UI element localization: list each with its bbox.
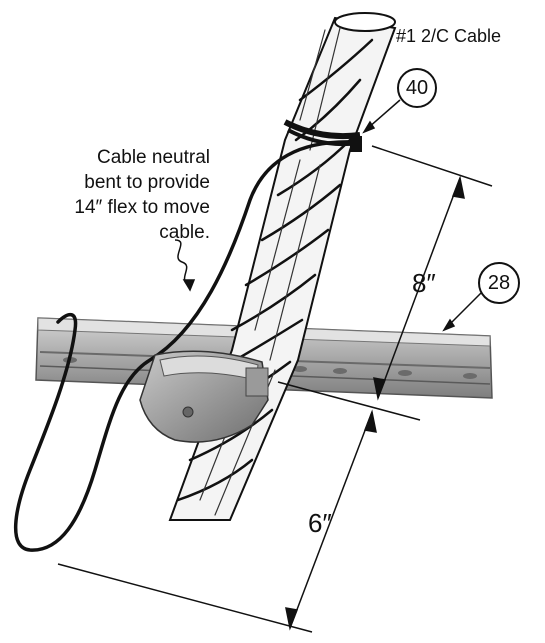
- leader-lines: [174, 99, 483, 332]
- note-line: cable.: [159, 222, 210, 243]
- callout-40: 40: [397, 68, 437, 108]
- note-line: bent to provide: [84, 172, 210, 193]
- dimension-lines: [57, 145, 493, 633]
- callout-28-text: 28: [487, 271, 511, 294]
- callout-28: 28: [478, 262, 520, 304]
- neutral-note: Cable neutral bent to provide 14″ flex t…: [20, 145, 210, 245]
- callout-40-text: 40: [405, 76, 429, 99]
- cable-neutral: [13, 140, 357, 552]
- cable: [168, 12, 397, 521]
- note-line: 14″ flex to move: [74, 197, 210, 218]
- cable-tie: [283, 119, 362, 152]
- cable-label: #1 2/C Cable: [396, 26, 502, 46]
- dimension-lower-label: 6″: [308, 508, 332, 538]
- cable-clamp: [139, 350, 269, 443]
- dimension-upper-label: 8″: [412, 268, 436, 298]
- note-line: Cable neutral: [96, 147, 210, 168]
